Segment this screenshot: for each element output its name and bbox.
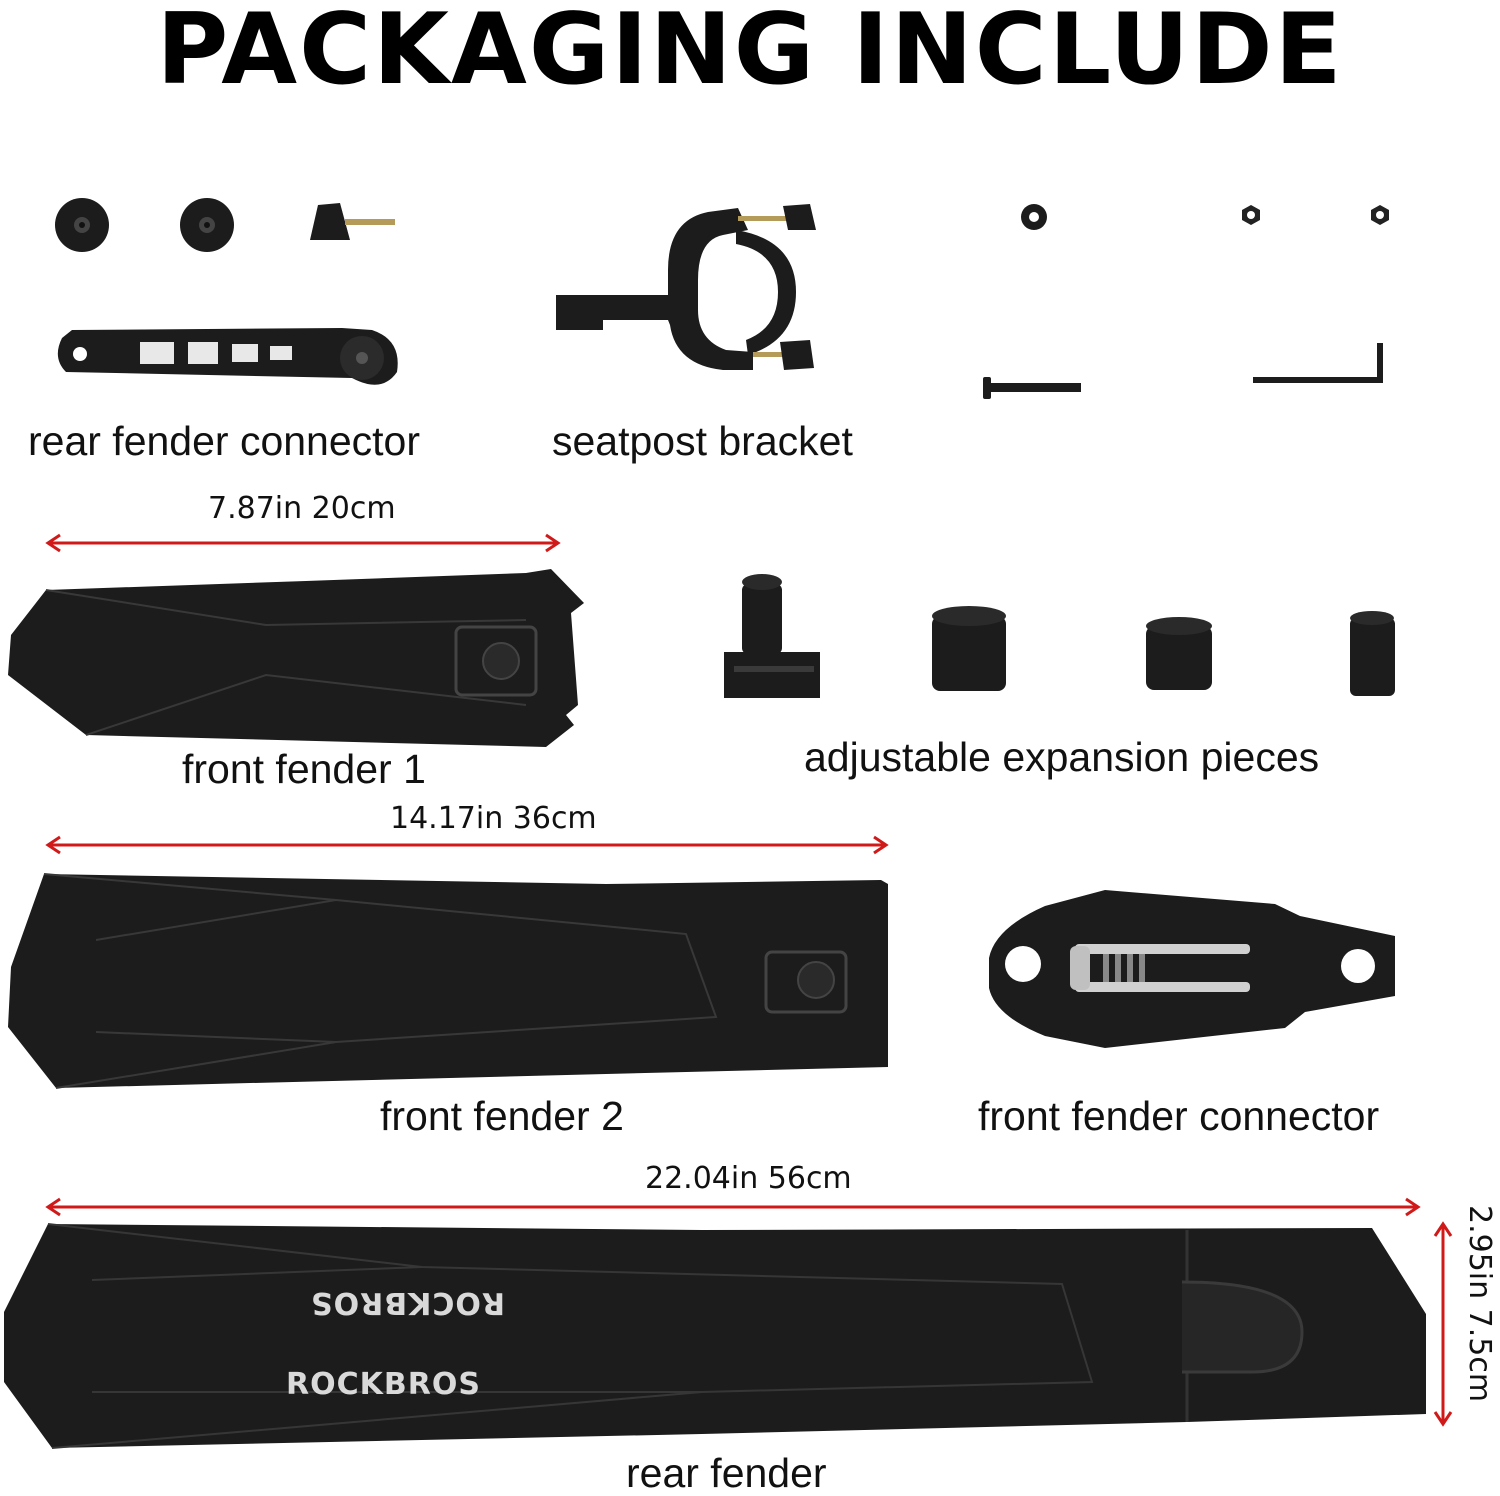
rear-fender-connector-image <box>57 328 398 385</box>
seatpost-bracket-image <box>556 204 816 370</box>
rear-fender-length-label: 22.04in 56cm <box>645 1161 852 1196</box>
front-fender-1-label: front fender 1 <box>182 746 426 792</box>
front-fender-connector-image <box>989 890 1395 1048</box>
front-fender-2-length-label: 14.17in 36cm <box>390 801 597 836</box>
nuts-bolt-hex-key-image <box>983 204 1389 399</box>
rockbros-logo-flipped-text: ROCKBROS <box>310 1285 505 1320</box>
front-fender-1-length-label: 7.87in 20cm <box>208 491 396 526</box>
rear-fender-connector-label: rear fender connector <box>28 418 421 464</box>
front-fender-2-label: front fender 2 <box>380 1093 624 1139</box>
front-fender-2-dimension-arrow <box>45 835 889 855</box>
rear-fender-image <box>4 1223 1426 1449</box>
rear-fender-label: rear fender <box>626 1450 827 1496</box>
rear-fender-dimension-arrow <box>45 1197 1421 1217</box>
adjustable-expansion-pieces-label: adjustable expansion pieces <box>804 734 1320 780</box>
seatpost-bracket-label: seatpost bracket <box>552 418 853 464</box>
rear-fender-width-label: 2.95in 7.5cm <box>1462 1205 1497 1403</box>
expansion-pieces-image <box>724 574 1395 698</box>
rubber-washers-image <box>55 198 395 252</box>
front-fender-2-image <box>8 873 888 1089</box>
rear-fender-width-dimension-arrow <box>1433 1221 1453 1427</box>
front-fender-1-image <box>8 569 584 747</box>
front-fender-connector-label: front fender connector <box>978 1093 1380 1139</box>
rockbros-logo-text: ROCKBROS <box>286 1367 481 1402</box>
page-title: PACKAGING INCLUDE <box>156 0 1344 107</box>
front-fender-1-dimension-arrow <box>45 533 561 553</box>
